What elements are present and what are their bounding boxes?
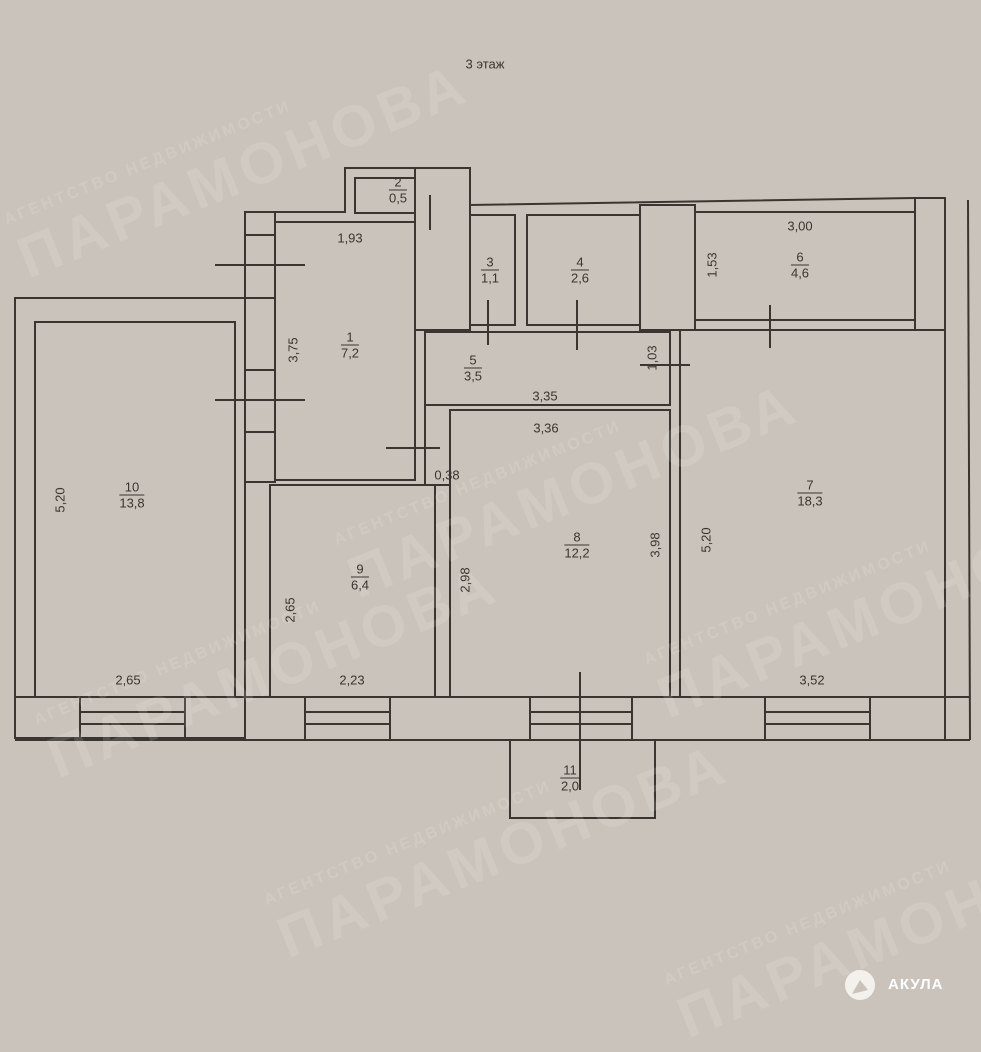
dimension: 1,53 [704,252,720,278]
dimension: 5,20 [52,487,68,513]
dimension: 3,98 [647,532,663,558]
dimension: 2,65 [282,597,298,623]
dimension: 5,20 [698,527,714,553]
dimension: 3,35 [532,388,558,404]
dimension: 2,23 [339,672,365,688]
dimension: 1,03 [644,345,660,371]
akula-logo: АКУЛА [842,966,943,1002]
floor-plan-walls [14,167,971,819]
shark-icon [845,970,875,1000]
dimension: 3,52 [799,672,825,688]
dimension: 3,36 [533,420,559,436]
dimension: 2,65 [115,672,141,688]
dimension: 0,38 [434,467,460,483]
dimension: 3,75 [285,337,301,363]
dimension: 2,98 [457,567,473,593]
dimension: 3,00 [787,218,813,234]
floor-title: 3 этаж [465,56,505,72]
dimension: 1,93 [337,230,363,246]
logo-text: АКУЛА [888,975,944,993]
